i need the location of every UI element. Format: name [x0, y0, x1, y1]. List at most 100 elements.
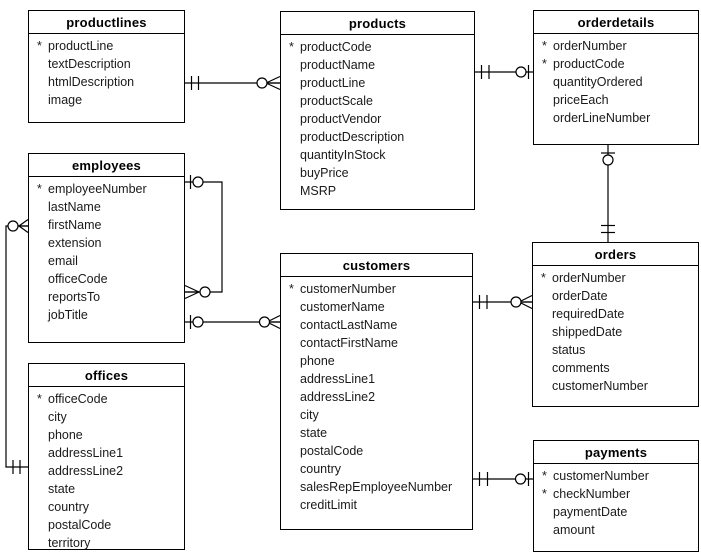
field-row: image — [37, 91, 180, 109]
relationship-employees-employees — [184, 175, 223, 300]
field-row: status — [541, 341, 694, 359]
field-row: territory — [37, 534, 180, 552]
field-row: *productLine — [37, 37, 180, 55]
field-list-offices: * officeCode city phone addressLine1 addressL… — [29, 387, 184, 554]
field-row: *productCode — [289, 38, 470, 56]
field-name: officeCode — [48, 392, 108, 406]
field-name: addressLine1 — [48, 446, 124, 460]
primary-key-marker: * — [37, 182, 42, 196]
primary-key-marker: * — [542, 487, 547, 501]
field-row: * employeeNumber — [37, 180, 180, 198]
field-row: productVendor — [289, 110, 470, 128]
field-row: productName — [289, 56, 470, 74]
field-name: quantityOrdered — [553, 75, 643, 89]
field-name: phone — [48, 428, 83, 442]
field-name: productCode — [553, 57, 625, 71]
field-list-customers: * customerNumber customerName contactLastNa… — [281, 277, 472, 516]
field-name: employeeNumber — [48, 182, 147, 196]
primary-key-marker: * — [37, 392, 42, 406]
field-name: productCode — [300, 40, 372, 54]
field-row: productDescription — [289, 128, 470, 146]
field-row: orderDate — [541, 287, 694, 305]
field-name: orderLineNumber — [553, 111, 651, 125]
table-title-payments: payments — [534, 441, 698, 464]
field-row: *orderNumber — [541, 269, 694, 287]
field-name: productDescription — [300, 130, 405, 144]
field-list-payments: * customerNumber *checkNumber paymentDate am… — [534, 464, 698, 541]
field-name: jobTitle — [48, 308, 88, 322]
primary-key-marker: * — [542, 469, 547, 483]
field-row: quantityOrdered — [542, 73, 694, 91]
table-title-customers: customers — [281, 254, 472, 277]
field-name: officeCode — [48, 272, 108, 286]
entity-offices[interactable]: offices * officeCode city phone addressLine1 a… — [28, 363, 185, 550]
field-name: addressLine2 — [300, 390, 376, 404]
field-name: productName — [300, 58, 376, 72]
field-name: customerNumber — [553, 469, 649, 483]
field-row: shippedDate — [541, 323, 694, 341]
field-name: creditLimit — [300, 498, 357, 512]
field-name: country — [300, 462, 341, 476]
field-name: comments — [552, 361, 610, 375]
table-title-offices: offices — [29, 364, 184, 387]
field-name: textDescription — [48, 57, 131, 71]
field-row: country — [289, 460, 468, 478]
field-name: state — [48, 482, 76, 496]
field-row: addressLine2 — [289, 388, 468, 406]
field-row: MSRP — [289, 182, 470, 200]
relationship-productlines-products — [185, 75, 281, 91]
field-name: orderDate — [552, 289, 608, 303]
field-row: productScale — [289, 92, 470, 110]
field-row: *productCode — [542, 55, 694, 73]
field-row: email — [37, 252, 180, 270]
field-row: city — [289, 406, 468, 424]
field-row: lastName — [37, 198, 180, 216]
field-name: customerName — [300, 300, 385, 314]
field-row: city — [37, 408, 180, 426]
field-row: postalCode — [37, 516, 180, 534]
relationship-offices-employees — [5, 219, 29, 474]
field-name: shippedDate — [552, 325, 623, 339]
field-row: paymentDate — [542, 503, 694, 521]
table-title-employees: employees — [29, 154, 184, 177]
field-name: city — [300, 408, 319, 422]
field-name: paymentDate — [553, 505, 628, 519]
field-name: customerNumber — [300, 282, 396, 296]
field-row: htmlDescription — [37, 73, 180, 91]
field-name: amount — [553, 523, 595, 537]
primary-key-marker: * — [289, 282, 294, 296]
primary-key-marker: * — [541, 271, 546, 285]
entity-customers[interactable]: customers * customerNumber customerName cont… — [280, 253, 473, 530]
field-row: contactFirstName — [289, 334, 468, 352]
field-row: country — [37, 498, 180, 516]
table-title-productlines: productlines — [29, 11, 184, 34]
relationship-customers-payments — [473, 472, 533, 486]
field-row: postalCode — [289, 442, 468, 460]
field-row: jobTitle — [37, 306, 180, 324]
field-row: phone — [289, 352, 468, 370]
field-row: quantityInStock — [289, 146, 470, 164]
entity-productlines[interactable]: productlines *productLine textDescription h… — [28, 10, 185, 123]
entity-payments[interactable]: payments * customerNumber *checkNumber payme… — [533, 440, 699, 552]
field-row: addressLine2 — [37, 462, 180, 480]
field-row: *checkNumber — [542, 485, 694, 503]
field-name: firstName — [48, 218, 102, 232]
field-name: territory — [48, 536, 91, 550]
field-row: requiredDate — [541, 305, 694, 323]
field-row: state — [37, 480, 180, 498]
field-name: MSRP — [300, 184, 337, 198]
entity-employees[interactable]: employees * employeeNumber lastName firstNam… — [28, 153, 185, 343]
field-row: contactLastName — [289, 316, 468, 334]
field-row: amount — [542, 521, 694, 539]
field-name: quantityInStock — [300, 148, 386, 162]
table-title-products: products — [281, 12, 474, 35]
field-name: addressLine1 — [300, 372, 376, 386]
field-row: buyPrice — [289, 164, 470, 182]
field-row: * customerNumber — [289, 280, 468, 298]
field-list-productlines: *productLine textDescription htmlDescripti… — [29, 34, 184, 111]
